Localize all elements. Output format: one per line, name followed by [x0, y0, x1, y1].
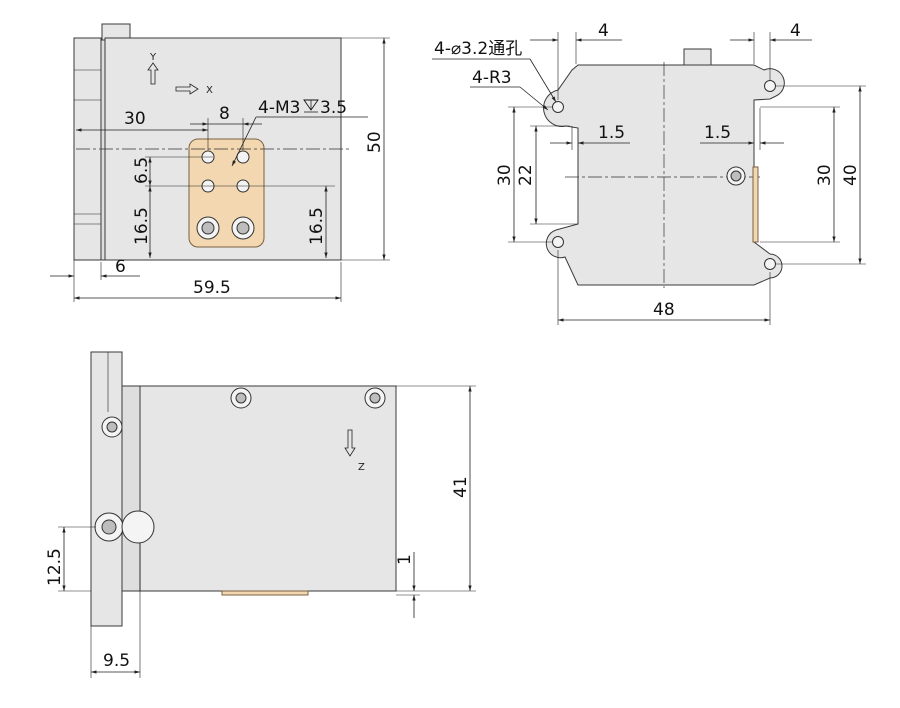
depth-symbol — [303, 99, 319, 113]
dim-22: 22 — [516, 164, 536, 186]
dim-16-5-left: 16.5 — [132, 207, 152, 245]
through-hole-callout: 4-⌀3.2通孔 — [434, 39, 522, 59]
y-arrow-icon — [147, 62, 159, 85]
top-view: 4-⌀3.2通孔 4-R3 4 4 1.5 1.5 30 — [432, 21, 866, 325]
through-hole — [764, 80, 776, 92]
top-knob — [683, 48, 712, 67]
thread-hole — [236, 150, 250, 164]
dim-8: 8 — [219, 104, 230, 124]
through-hole — [764, 258, 776, 270]
dim-16-5-right: 16.5 — [307, 207, 327, 245]
side-body — [121, 385, 397, 592]
dim-30: 30 — [124, 109, 146, 129]
front-holes — [196, 150, 255, 240]
through-hole — [552, 101, 564, 113]
through-hole — [552, 236, 564, 248]
dim-4-left: 4 — [598, 21, 609, 41]
dim-6-5: 6.5 — [132, 157, 152, 184]
side-rail — [90, 351, 123, 627]
dim-30-left: 30 — [495, 164, 515, 186]
dim-1-5-left: 1.5 — [598, 123, 625, 143]
top-body — [543, 64, 785, 286]
dim-41: 41 — [451, 476, 471, 498]
dim-40: 40 — [841, 164, 861, 186]
dim-1-5-right: 1.5 — [704, 123, 731, 143]
thread-callout: 4-M3 — [258, 98, 300, 118]
knob-socket — [101, 519, 117, 535]
dim-9-5: 9.5 — [103, 651, 130, 671]
radius-callout: 4-R3 — [472, 68, 512, 88]
screw-socket — [235, 392, 247, 404]
brass-strip — [221, 590, 309, 596]
x-arrow-icon — [175, 83, 199, 95]
screw-socket — [106, 421, 118, 433]
x-axis-label: X — [206, 85, 213, 96]
dim-6: 6 — [115, 257, 126, 277]
screw-socket — [730, 170, 742, 182]
side-body-lip — [121, 385, 141, 592]
screw-socket — [369, 392, 381, 404]
dim-4-right: 4 — [790, 21, 801, 41]
dim-59-5: 59.5 — [193, 278, 231, 298]
dim-50: 50 — [365, 131, 385, 153]
dim-48: 48 — [653, 300, 675, 320]
adjuster-knob — [121, 510, 155, 544]
dim-1: 1 — [395, 554, 415, 565]
screw-socket — [201, 221, 215, 235]
dim-12-5: 12.5 — [45, 548, 65, 586]
axis-indicator: Y X — [147, 52, 213, 96]
z-arrow-icon — [344, 429, 356, 457]
y-axis-label: Y — [149, 52, 157, 63]
screw-socket — [236, 221, 250, 235]
side-view: Z 41 1 12.5 9.5 — [45, 351, 476, 678]
z-axis-label: Z — [358, 462, 365, 473]
dim-30-right: 30 — [815, 164, 835, 186]
front-view: Y X 30 8 4-M3 3.5 50 6.5 — [50, 23, 390, 302]
thread-depth: 3.5 — [320, 98, 347, 118]
brass-edge — [752, 166, 759, 243]
